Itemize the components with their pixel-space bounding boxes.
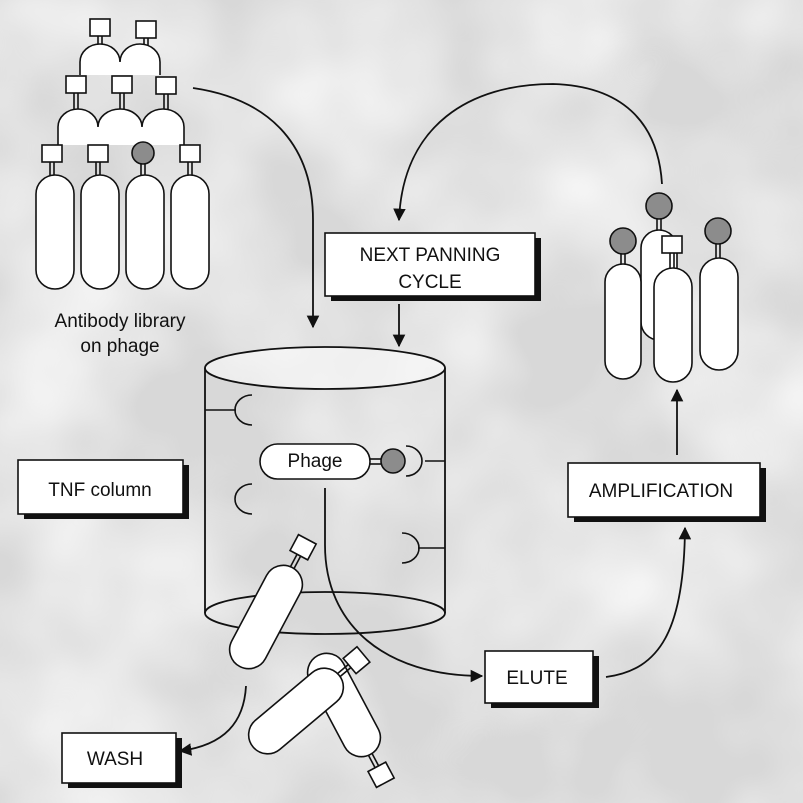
- unbound-phage-1: [228, 533, 318, 670]
- bound-phage: Phage: [259, 443, 406, 480]
- arrow-to-wash: [178, 685, 247, 756]
- tnf-column-cylinder: [204, 346, 446, 635]
- arrow-phage-to-elute: [324, 488, 484, 683]
- antibody-library-icon: [35, 18, 210, 290]
- arrow-library-to-column: [192, 87, 320, 329]
- wash-label: WASH: [87, 749, 143, 770]
- library-label-line1: Antibody library: [55, 311, 186, 332]
- tnf-column-label: TNF column: [48, 480, 151, 501]
- amplification-box: AMPLIFICATION: [567, 462, 766, 522]
- arrow-elute-to-amplification: [605, 526, 692, 678]
- amplification-label: AMPLIFICATION: [589, 481, 733, 502]
- amplified-phage-icon: [604, 192, 739, 383]
- phage-label: Phage: [288, 451, 343, 472]
- next-panning-cycle-box: NEXT PANNING CYCLE: [324, 232, 541, 301]
- elute-label: ELUTE: [506, 668, 567, 689]
- tnf-receptor-icons: [205, 394, 445, 564]
- next-cycle-label-line2: CYCLE: [398, 272, 461, 293]
- arrow-amplified-to-next-cycle: [393, 83, 663, 222]
- library-label-line2: on phage: [80, 336, 159, 357]
- unbound-phage-2: [247, 645, 396, 789]
- next-cycle-label-line1: NEXT PANNING: [360, 245, 501, 266]
- wash-box: WASH: [61, 732, 182, 788]
- elute-box: ELUTE: [484, 650, 599, 708]
- tnf-column-box: TNF column: [17, 459, 189, 519]
